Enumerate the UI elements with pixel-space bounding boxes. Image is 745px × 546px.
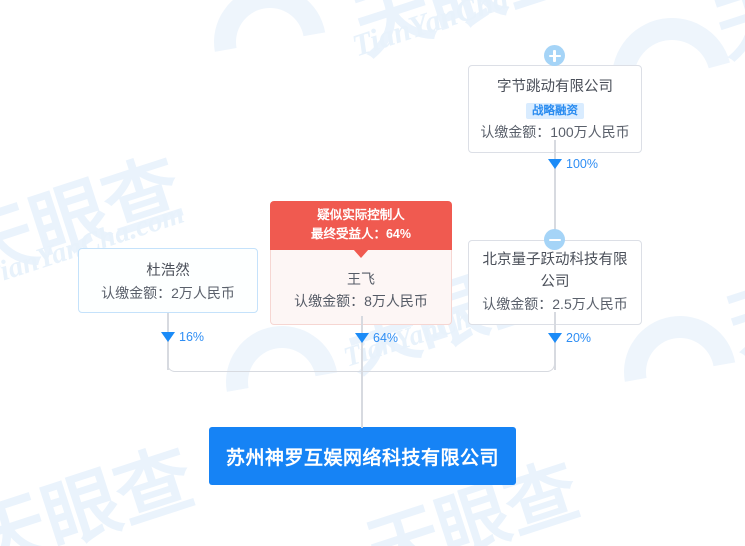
node-name: 字节跳动有限公司 — [497, 79, 613, 95]
edge-label-100: 100% — [548, 157, 598, 171]
node-wang-fei[interactable]: 疑似实际控制人 最终受益人：64% 王飞 认缴金额：8万人民币 — [270, 201, 452, 325]
node-amount: 认缴金额：2.5万人民币 — [482, 296, 628, 312]
node-name: 杜浩然 — [146, 263, 190, 279]
node-amount: 认缴金额：2万人民币 — [101, 285, 235, 301]
financing-badge: 战略融资 — [526, 103, 584, 119]
edge-elbow-left — [167, 362, 363, 372]
edge-line-wang-down — [361, 316, 363, 428]
arrow-down-icon — [548, 159, 562, 169]
beneficiary-label: 最终受益人：64% — [310, 227, 412, 241]
edge-label-text: 16% — [179, 330, 205, 344]
banner-notch-icon — [353, 249, 369, 258]
minus-circle-icon[interactable] — [544, 229, 565, 250]
node-body: 王飞 认缴金额：8万人民币 — [270, 250, 452, 325]
edge-label-text: 64% — [373, 331, 399, 345]
node-name: 苏州神罗互娱网络科技有限公司 — [225, 447, 499, 469]
plus-circle-icon[interactable] — [544, 45, 565, 66]
controller-label: 疑似实际控制人 — [317, 208, 405, 222]
edge-label-text: 20% — [566, 331, 592, 345]
node-quantum[interactable]: 北京量子跃动科技有限公司 认缴金额：2.5万人民币 — [468, 240, 642, 325]
actual-controller-banner: 疑似实际控制人 最终受益人：64% — [270, 201, 452, 258]
arrow-down-icon — [548, 333, 562, 343]
node-name: 王飞 — [347, 271, 375, 287]
node-name: 北京量子跃动科技有限公司 — [482, 252, 628, 290]
node-bytedance[interactable]: 字节跳动有限公司 战略融资 认缴金额：100万人民币 — [468, 65, 642, 153]
edge-label-20: 20% — [548, 331, 591, 345]
edge-label-64: 64% — [355, 331, 398, 345]
arrow-down-icon — [161, 332, 175, 342]
node-root-company[interactable]: 苏州神罗互娱网络科技有限公司 — [209, 427, 516, 485]
node-amount: 认缴金额：100万人民币 — [480, 124, 630, 140]
node-du-haoran[interactable]: 杜浩然 认缴金额：2万人民币 — [78, 248, 258, 313]
edge-elbow-right — [363, 362, 555, 372]
arrow-down-icon — [355, 333, 369, 343]
edge-line-bytedance-quantum — [554, 140, 556, 240]
node-amount: 认缴金额：8万人民币 — [294, 293, 428, 309]
edge-label-16: 16% — [161, 330, 204, 344]
edge-label-text: 100% — [566, 157, 598, 171]
